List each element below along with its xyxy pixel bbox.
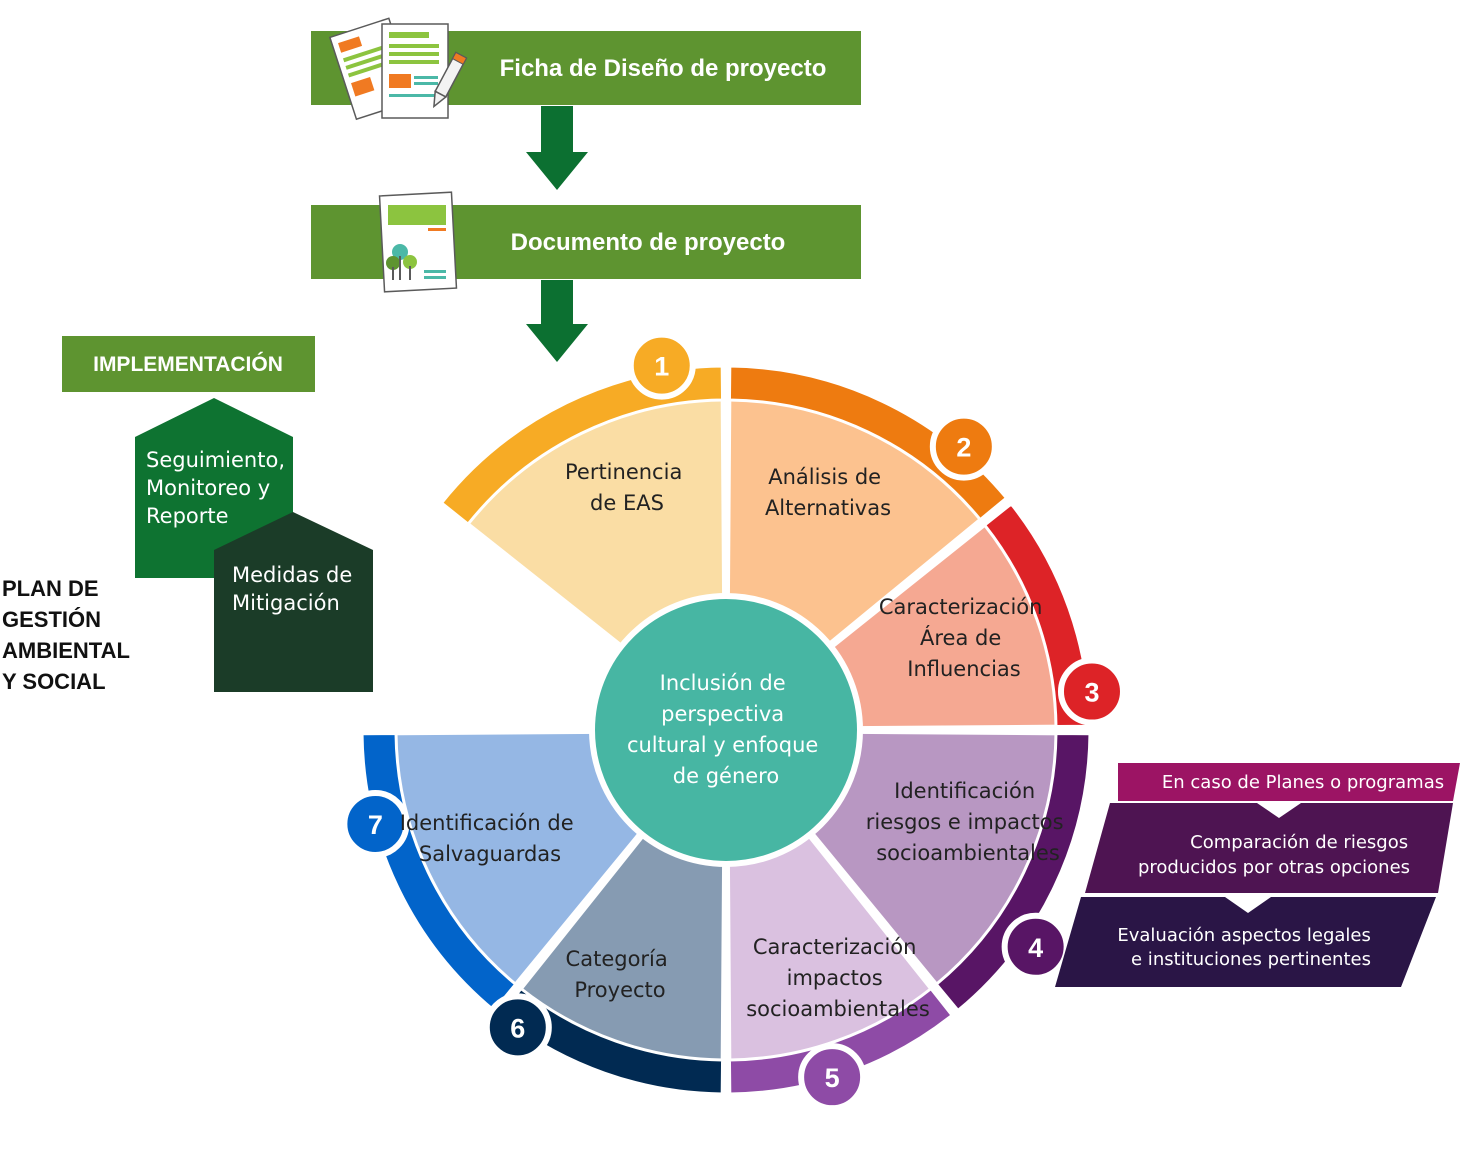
side-panel-comparison — [1085, 803, 1453, 893]
segment-3-badge-number: 3 — [1084, 678, 1099, 708]
segment-3-badge — [1057, 657, 1126, 726]
segment-4-badge-number: 4 — [1028, 933, 1043, 963]
segment-7-badge — [341, 789, 410, 858]
segment-5-badge — [798, 1043, 867, 1112]
center-label: Inclusión de perspectiva cultural y enfo… — [627, 671, 825, 788]
segment-1-badge — [627, 331, 696, 400]
segment-6-badge-number: 6 — [510, 1013, 525, 1043]
segment-5-label: Caracterización impactos socioambientale… — [746, 935, 930, 1021]
flow-arrow-into-cycle-icon — [526, 280, 588, 362]
side-panel-evaluation-label: Evaluación aspectos legales e institucio… — [1117, 925, 1376, 970]
segment-2-badge-number: 2 — [956, 433, 971, 463]
center-circle — [589, 593, 863, 867]
cycle-rims — [360, 364, 1092, 1096]
segment-1-label: Pertinencia de EAS — [565, 460, 689, 515]
mitigation-label: Medidas de Mitigación — [232, 563, 359, 615]
side-panel-header-label: En caso de Planes o programas — [1162, 772, 1444, 793]
segment-3-label: Caracterización Área de Influencias — [879, 595, 1049, 681]
implementation-title: IMPLEMENTACIÓN — [93, 352, 283, 376]
segment-4-rim — [934, 731, 1092, 1013]
flow-step-2-label: Documento de proyecto — [511, 229, 786, 256]
side-panel-evaluation — [1055, 897, 1436, 987]
segment-3-rim — [982, 501, 1092, 729]
mitigation-block — [214, 512, 373, 692]
segment-7-badge-number: 7 — [368, 810, 383, 840]
segment-6-badge — [483, 993, 552, 1062]
side-panel-header — [1118, 763, 1460, 801]
flow-arrow-down-icon — [526, 106, 588, 190]
implementation-banner — [62, 336, 315, 392]
segment-5-rim — [727, 986, 955, 1096]
segment-2-rim — [727, 364, 1009, 522]
form-document-icon — [328, 17, 468, 121]
segment-1-badge-number: 1 — [654, 352, 669, 382]
plan-label: PLAN DE GESTIÓN AMBIENTAL Y SOCIAL — [2, 576, 136, 694]
side-panel-comparison-label: Comparación de riesgos producidos por ot… — [1138, 832, 1414, 878]
project-document-icon — [378, 191, 458, 293]
segment-2-label: Análisis de Alternativas — [765, 465, 891, 520]
segment-4-label: Identificación riesgos e impactos socioa… — [866, 779, 1070, 865]
segment-5-badge-number: 5 — [825, 1063, 840, 1093]
segment-7-label: Identificación de Salvaguardas — [400, 811, 581, 866]
segment-6-label: Categoría Proyecto — [566, 947, 675, 1002]
monitoring-label: Seguimiento, Monitoreo y Reporte — [146, 448, 292, 528]
segment-1-rim — [439, 364, 725, 527]
flow-step-1-label: Ficha de Diseño de proyecto — [500, 55, 827, 82]
segment-2-badge — [929, 412, 998, 481]
cycle-badges: 1 2 3 4 5 6 7 — [341, 331, 1126, 1112]
